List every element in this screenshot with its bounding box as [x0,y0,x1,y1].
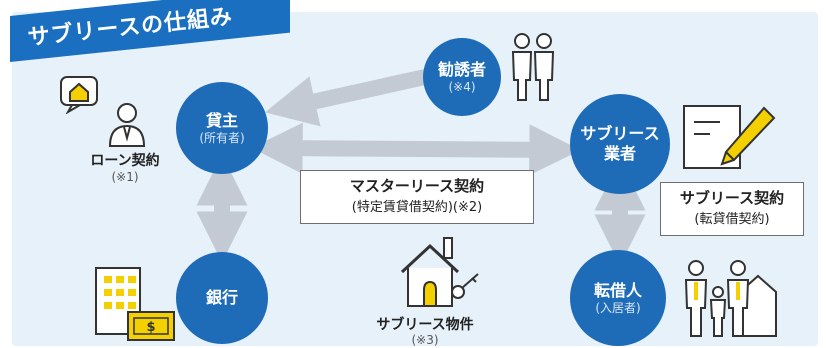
node-bank: 銀行 [176,252,268,344]
people-icon [511,33,555,101]
master-lease-sub: (特定賃貸借契約)(※2) [351,200,483,215]
loan-contract-label: ローン契約 (※1) [70,150,180,184]
node-owner: 貸主 (所有者) [176,82,268,174]
node-tenant-label: 転借人 [593,280,642,300]
property-sub: (※3) [411,333,439,347]
svg-text:$: $ [146,320,155,335]
master-lease-box: マスターリース契約 (特定賃貸借契約)(※2) [300,170,534,224]
sublease-contract-sub: (転貸借契約) [694,212,770,227]
node-tenant: 転借人 (入居者) [570,250,666,346]
loan-contract-sub: (※1) [111,170,139,184]
node-sublease-company-label: サブリース [580,124,660,143]
document-pencil-icon [683,105,776,169]
node-bank-label: 銀行 [205,288,238,307]
sublease-contract-box: サブリース契約 (転貸借契約) [660,182,804,236]
node-solicitor-sub: (※4) [448,79,476,94]
house-bubble-icon [60,76,98,114]
property-label: サブリース物件 (※3) [355,314,495,346]
arrow-solicitor-owner [265,69,427,127]
node-sublease-company: サブリース 業者 [570,94,670,194]
node-solicitor-label: 勧誘者 [437,59,486,79]
family-house-icon [684,260,777,337]
node-owner-label: 貸主 [205,110,238,130]
master-lease-label: マスターリース契約 [349,177,485,195]
money-icon: $ [127,311,175,341]
node-owner-sub: (所有者) [199,130,245,145]
sublease-contract-label: サブリース契約 [679,189,785,207]
house-key-icon [400,237,479,307]
node-sublease-company-label2: 業者 [603,144,636,163]
node-tenant-sub: (入居者) [595,300,641,315]
property-title: サブリース物件 [376,317,474,333]
loan-contract-title: ローン契約 [90,153,160,169]
person-icon [108,103,146,147]
arrow-master-lease [251,122,581,176]
node-solicitor: 勧誘者 (※4) [423,38,501,116]
